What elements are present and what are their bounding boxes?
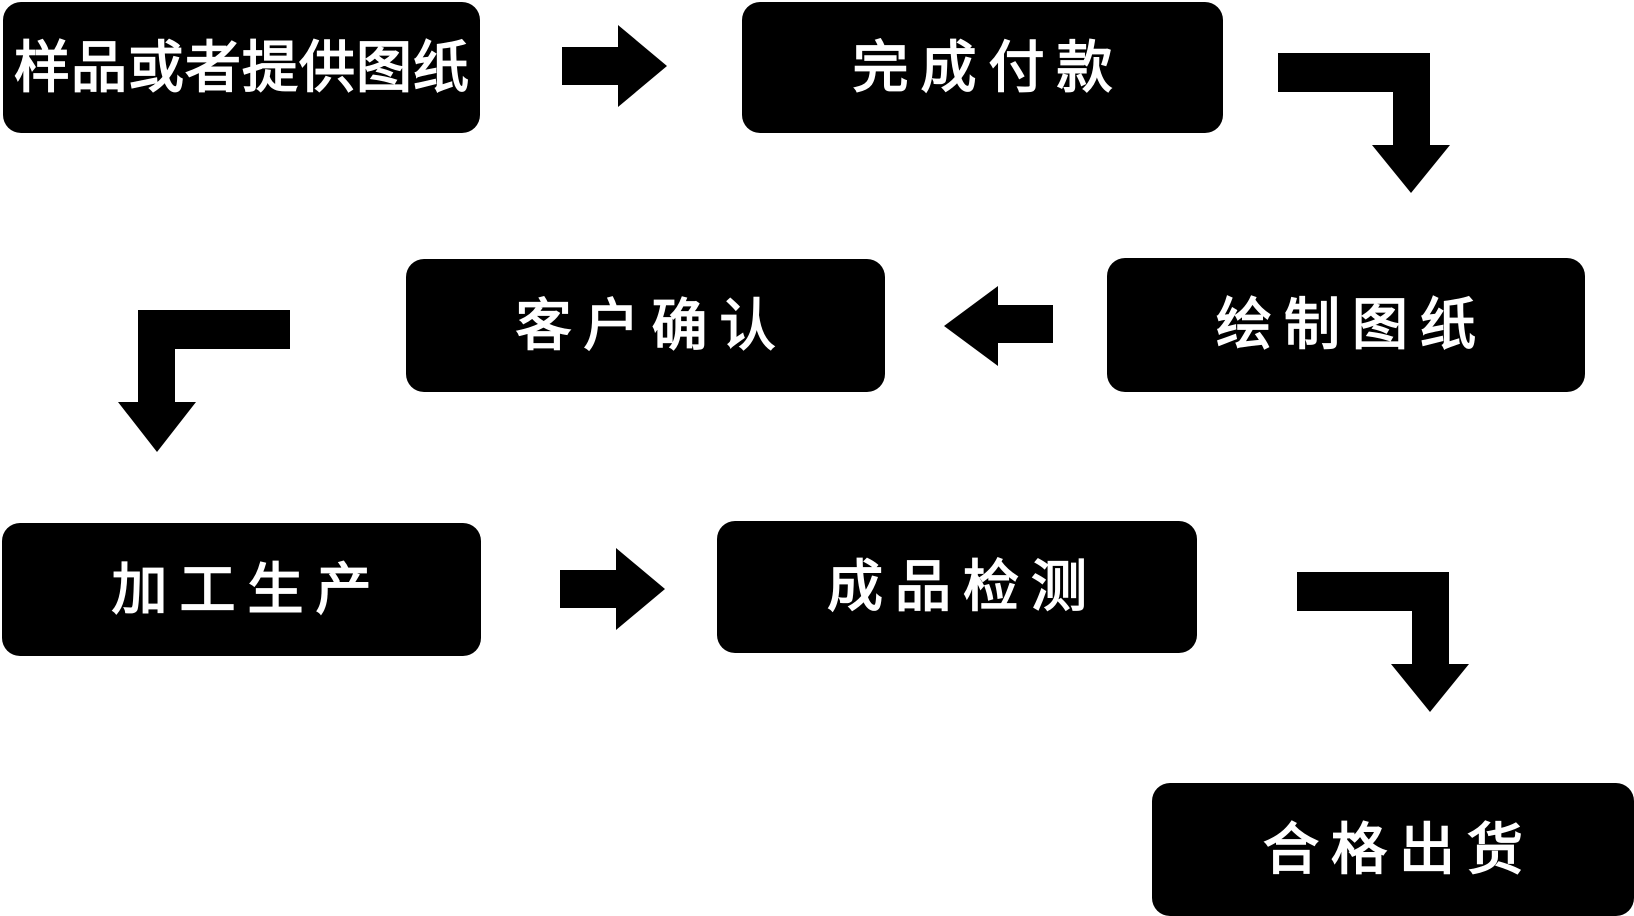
node-draw-drawings: 绘制图纸 [1107,258,1585,392]
node-finished-product-inspection: 成品检测 [717,521,1197,653]
node-label: 客户确认 [515,293,788,357]
node-label: 完成付款 [852,35,1125,99]
node-label: 加工生产 [111,557,384,621]
elbow-arrow-right-down-icon [1278,53,1450,193]
arrow-right-icon [560,548,665,630]
node-complete-payment: 完成付款 [742,2,1223,133]
arrow-right-icon [562,25,667,107]
elbow-arrow-right-down-icon [1297,572,1469,712]
node-customer-confirmation: 客户确认 [406,259,885,392]
node-label: 成品检测 [827,555,1099,618]
node-label: 样品或者提供图纸 [14,35,470,99]
arrow-left-icon [944,286,1053,366]
node-processing-production: 加工生产 [2,523,481,656]
node-qualified-shipment: 合格出货 [1152,783,1634,916]
elbow-arrow-left-down-icon [118,310,290,452]
node-label: 合格出货 [1263,817,1535,881]
node-label: 绘制图纸 [1216,293,1488,356]
node-sample-or-provide-drawings: 样品或者提供图纸 [3,2,480,133]
